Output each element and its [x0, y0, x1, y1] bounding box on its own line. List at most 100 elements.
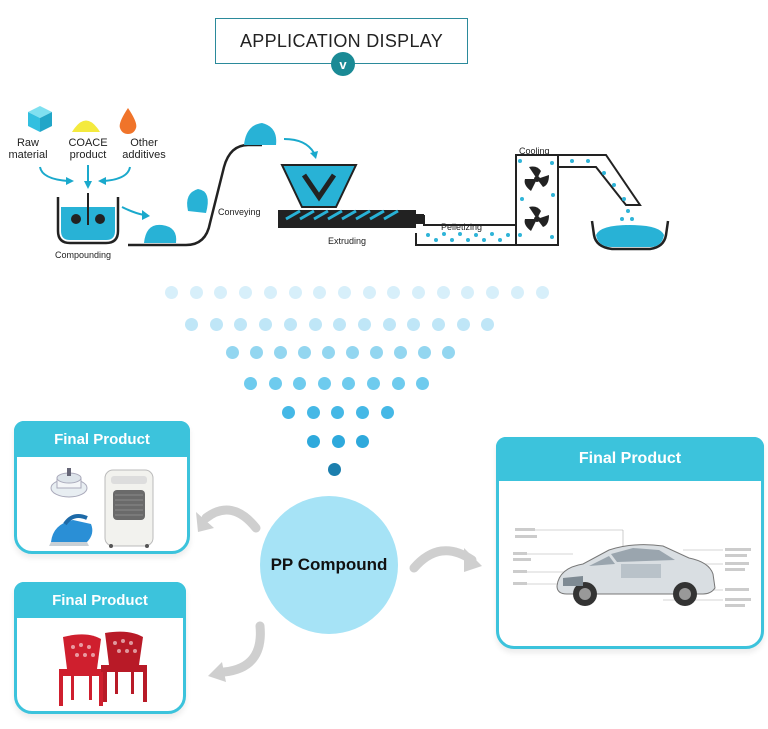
- funnel-dot: [382, 318, 396, 331]
- funnel-dot: [510, 286, 524, 299]
- funnel-dot: [214, 286, 228, 299]
- funnel-dot: [209, 318, 223, 331]
- section-title: APPLICATION DISPLAY: [239, 30, 444, 51]
- funnel-dot: [442, 346, 455, 359]
- funnel-dot: [268, 377, 282, 390]
- pp-compound-circle: PP Compound: [260, 496, 398, 634]
- card-header: Final Product: [496, 437, 764, 481]
- funnel-dot: [356, 435, 369, 448]
- funnel-dot: [333, 318, 347, 331]
- funnel-dot: [380, 406, 394, 419]
- funnel-dot: [288, 286, 302, 299]
- funnel-dot: [328, 463, 341, 476]
- red-chair-icon: [59, 634, 103, 706]
- chevron-down-icon[interactable]: v: [331, 52, 355, 76]
- conveyor-pellet-3: [244, 123, 277, 145]
- curved-arrow-down-left-icon: [219, 621, 265, 677]
- funnel-dot: [244, 377, 257, 390]
- funnel-dot: [370, 346, 383, 359]
- card-title: Final Product: [54, 430, 150, 448]
- label-compounding: Compounding: [55, 250, 112, 260]
- funnel-dot: [234, 318, 248, 331]
- funnel-dot: [535, 286, 549, 299]
- label-other-additives: Other additives: [122, 137, 166, 161]
- funnel-dot: [250, 346, 263, 359]
- funnel-dot: [416, 377, 430, 390]
- red-chairs-image: [59, 631, 147, 706]
- additive-drop-icon: [119, 108, 137, 134]
- chevron-glyph: v: [339, 56, 347, 72]
- funnel-dot: [486, 286, 500, 299]
- air-cooler-icon: [104, 469, 154, 548]
- funnel-dot: [362, 286, 376, 299]
- funnel-dot: [456, 318, 470, 331]
- label-extruding: Extruding: [328, 236, 367, 246]
- funnel-dot: [293, 377, 307, 390]
- funnel-dot: [185, 318, 198, 331]
- funnel-dot: [412, 286, 425, 299]
- process-diagram: [28, 106, 670, 251]
- card-header: Final Product: [14, 421, 190, 457]
- curved-arrow-right-icon: [409, 546, 477, 573]
- funnel-dot: [313, 286, 327, 299]
- funnel-dot: [436, 286, 450, 299]
- funnel-dot: [432, 318, 445, 331]
- funnel-dot: [418, 346, 431, 359]
- funnel-dot: [307, 435, 320, 448]
- curved-arrow-left-icon: [201, 505, 261, 533]
- funnel-dot: [282, 406, 295, 419]
- car-cutaway-image: [513, 528, 751, 607]
- funnel-dot: [461, 286, 475, 299]
- final-product-card-appliances[interactable]: Final Product: [14, 421, 190, 554]
- funnel-dot: [274, 346, 287, 359]
- card-title: Final Product: [52, 591, 148, 609]
- funnel-dot: [226, 346, 239, 359]
- appliances-image: [49, 468, 154, 548]
- conveyor-pellet-1: [144, 224, 177, 243]
- label-pelletizing: Pelletizing: [441, 222, 483, 232]
- funnel-dot: [481, 318, 495, 331]
- funnel-dot: [283, 318, 297, 331]
- card-header: Final Product: [14, 582, 186, 618]
- funnel-dot: [298, 346, 311, 359]
- funnel-dot: [263, 286, 277, 299]
- funnel-dot: [367, 377, 380, 390]
- label-coace-product: COACE product: [68, 137, 108, 161]
- iron-icon: [49, 514, 93, 546]
- fan-motor-icon: [50, 468, 88, 498]
- funnel-dot: [189, 286, 203, 299]
- funnel-dot: [331, 406, 345, 419]
- final-product-card-car[interactable]: Final Product: [496, 437, 764, 649]
- final-product-card-chairs[interactable]: Final Product: [14, 582, 186, 714]
- raw-material-cube-icon: [28, 106, 52, 132]
- label-raw-material: Raw material: [8, 137, 48, 161]
- label-conveying: Conveying: [218, 207, 261, 217]
- funnel-dot: [322, 346, 335, 359]
- red-chair-icon: [101, 631, 147, 702]
- conveyor-pellet-2: [187, 189, 208, 213]
- funnel-dot: [346, 346, 359, 359]
- input-arrows: [39, 165, 131, 183]
- label-cooling: Cooling: [519, 146, 550, 156]
- funnel-dot: [337, 286, 351, 299]
- extruder-machine: [278, 164, 424, 228]
- coace-product-pile-icon: [72, 120, 100, 132]
- funnel-dot: [394, 346, 407, 359]
- compounding-mixer-icon: [56, 193, 120, 245]
- funnel-dot: [407, 318, 421, 331]
- conveyor-belt: [128, 143, 262, 247]
- car-icon: [556, 544, 716, 606]
- funnel-dot: [331, 435, 345, 448]
- funnel-dot: [259, 318, 273, 331]
- card-title: Final Product: [578, 450, 682, 467]
- pelletizing-pellets: [426, 232, 510, 242]
- funnel-dot: [165, 286, 178, 299]
- funnel-dot: [356, 406, 370, 419]
- cooling-fan-icon: [524, 166, 549, 231]
- funnel-dot: [387, 286, 401, 299]
- funnel-dot: [308, 318, 322, 331]
- funnel-dot: [239, 286, 253, 299]
- pp-compound-label: PP Compound: [270, 555, 388, 574]
- funnel-dot: [391, 377, 405, 390]
- funnel-dot: [306, 406, 320, 419]
